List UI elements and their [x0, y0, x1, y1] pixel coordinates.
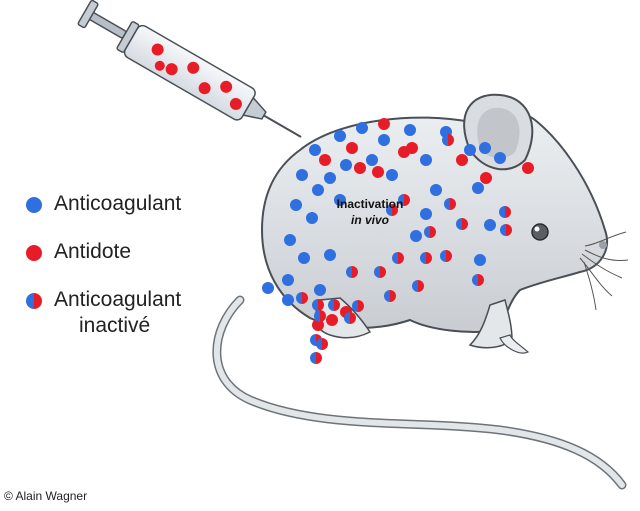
anticoagulant-dot: [410, 230, 422, 242]
inactive-anticoagulant-dot: [499, 206, 511, 218]
legend-item-antidote: Antidote: [24, 236, 224, 270]
inactive-anticoagulant-dot: [442, 134, 454, 146]
anticoagulant-dot: [282, 294, 294, 306]
antidote-dot: [354, 162, 366, 174]
mouse-eye: [531, 223, 549, 241]
anticoagulant-dot: [472, 182, 484, 194]
anticoagulant-dot: [282, 274, 294, 286]
antidote-dot: [406, 142, 418, 154]
legend: Anticoagulant Antidote Anticoagulant ina…: [24, 188, 224, 354]
legend-label-anticoagulant: Anticoagulant: [54, 192, 182, 215]
anticoagulant-dot: [479, 142, 491, 154]
anticoagulant-dot: [474, 254, 486, 266]
anticoagulant-dot: [340, 159, 352, 171]
antidote-dot: [378, 118, 390, 130]
mouse-front-leg: [468, 299, 513, 349]
antidote-dot: [319, 154, 331, 166]
anticoagulant-dot: [464, 144, 476, 156]
antidote-dot: [456, 154, 468, 166]
legend-item-anticoagulant: Anticoagulant: [24, 188, 224, 222]
anticoagulant-dot: [290, 199, 302, 211]
anticoagulant-dot: [324, 172, 336, 184]
inactive-anticoagulant-dot: [352, 300, 364, 312]
anticoagulant-dot: [312, 184, 324, 196]
anticoagulant-dot: [420, 154, 432, 166]
syringe-needle: [263, 114, 302, 138]
anticoagulant-dot: [306, 212, 318, 224]
mouse-nose: [599, 241, 607, 249]
blue-dot-icon: [26, 197, 42, 213]
inactive-anticoagulant-dot: [374, 266, 386, 278]
anticoagulant-dot: [356, 122, 368, 134]
legend-label-inactive-line1: Anticoagulant: [54, 288, 182, 311]
inactive-anticoagulant-dot: [384, 290, 396, 302]
anticoagulant-dot: [420, 208, 432, 220]
inactive-anticoagulant-dot: [472, 274, 484, 286]
anticoagulant-dot: [298, 252, 310, 264]
inactive-anticoagulant-dot: [440, 250, 452, 262]
inactivation-label: Inactivation in vivo: [322, 196, 418, 228]
inactivation-label-line2: in vivo: [350, 213, 389, 227]
molecule-dots: [262, 118, 534, 364]
anticoagulant-dot: [366, 154, 378, 166]
inactive-anticoagulant-dot: [346, 266, 358, 278]
anticoagulant-dot: [494, 152, 506, 164]
antidote-dot: [372, 166, 384, 178]
inactive-anticoagulant-dot: [344, 312, 356, 324]
inactive-anticoagulant-dot: [316, 338, 328, 350]
antidote-dot: [346, 142, 358, 154]
antidote-dot: [326, 314, 338, 326]
anticoagulant-dot: [334, 194, 346, 206]
anticoagulant-dot: [484, 219, 496, 231]
anticoagulant-dot: [309, 144, 321, 156]
anticoagulant-dot: [334, 130, 346, 142]
mouse-whiskers: [579, 231, 629, 311]
inactive-anticoagulant-dot: [386, 204, 398, 216]
syringe-illustration: [77, 0, 302, 138]
inactive-anticoagulant-dot: [392, 252, 404, 264]
inactive-anticoagulant-dot: [412, 280, 424, 292]
red-dot-icon: [26, 245, 42, 261]
mouse-tail: [212, 295, 627, 490]
copyright-credit: © Alain Wagner: [4, 489, 88, 503]
anticoagulant-dot: [296, 169, 308, 181]
antidote-dot: [312, 319, 324, 331]
legend-label-inactive-line2: inactivé: [79, 314, 151, 337]
anticoagulant-dot: [404, 124, 416, 136]
anticoagulant-dot: [284, 234, 296, 246]
inactivation-label-line1: Inactivation: [336, 197, 404, 211]
antidote-dot: [480, 172, 492, 184]
mouse-paw: [499, 334, 530, 354]
syringe-antidote-dots: [151, 43, 242, 110]
anticoagulant-dot: [314, 284, 326, 296]
anticoagulant-dot: [378, 134, 390, 146]
half-dot-icon: [26, 293, 42, 309]
inactive-anticoagulant-dot: [456, 218, 468, 230]
inactive-anticoagulant-dot: [398, 194, 410, 206]
anticoagulant-dot: [430, 184, 442, 196]
anticoagulant-dot: [386, 169, 398, 181]
anticoagulant-dot: [324, 249, 336, 261]
inactive-anticoagulant-dot: [314, 310, 326, 322]
inactive-anticoagulant-dot: [444, 198, 456, 210]
inactive-anticoagulant-dot: [420, 252, 432, 264]
legend-label-inactive: Anticoagulant inactivé: [54, 287, 181, 339]
inactive-anticoagulant-dot: [296, 292, 308, 304]
inactive-anticoagulant-dot: [500, 224, 512, 236]
inactive-anticoagulant-dot: [424, 226, 436, 238]
inactive-anticoagulant-dot: [310, 352, 322, 364]
anticoagulant-dot: [262, 282, 274, 294]
legend-item-inactive: Anticoagulant inactivé: [24, 284, 224, 340]
inactive-anticoagulant-dot: [328, 299, 340, 311]
antidote-dot: [522, 162, 534, 174]
legend-label-antidote: Antidote: [54, 240, 132, 263]
inactive-anticoagulant-dot: [312, 299, 324, 311]
